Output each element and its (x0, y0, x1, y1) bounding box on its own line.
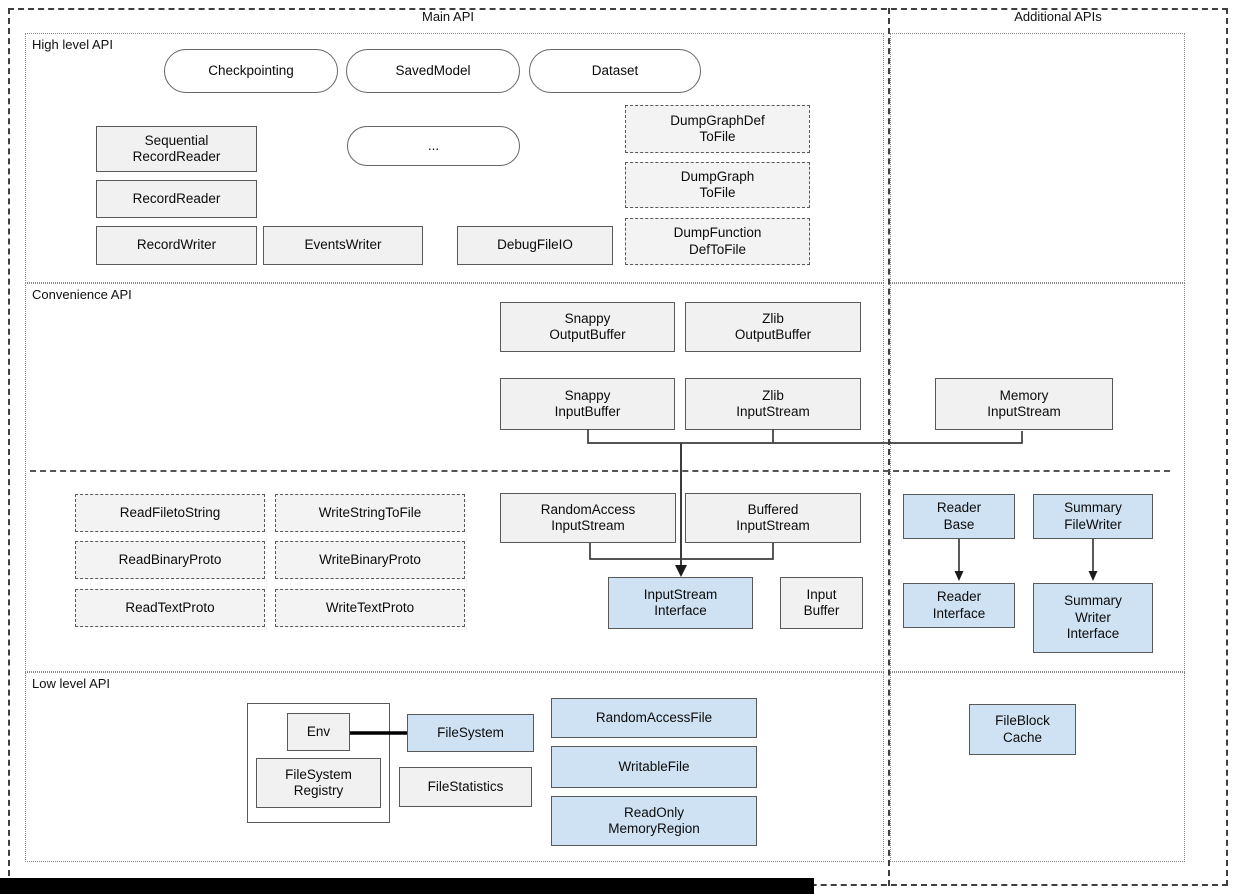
node-file-block-cache: FileBlock Cache (969, 704, 1076, 755)
node-env: Env (287, 713, 350, 751)
node-reader-base: Reader Base (903, 494, 1015, 539)
additional-low-region (890, 672, 1185, 862)
node-debug-file-io: DebugFileIO (457, 226, 613, 265)
node-writable-file: WritableFile (551, 746, 757, 788)
node-ellipsis: ... (347, 126, 520, 166)
node-events-writer: EventsWriter (263, 226, 423, 265)
node-record-writer: RecordWriter (96, 226, 257, 265)
node-dump-function-def-to-file: DumpFunction DefToFile (625, 218, 810, 265)
node-memory-input-stream: Memory InputStream (935, 378, 1113, 430)
node-file-system-registry: FileSystem Registry (256, 758, 381, 808)
node-buffered-input-stream: Buffered InputStream (685, 493, 861, 543)
node-dump-graph-to-file: DumpGraph ToFile (625, 162, 810, 208)
node-dataset: Dataset (529, 49, 701, 93)
node-snappy-output-buffer: Snappy OutputBuffer (500, 302, 675, 352)
node-random-access-file: RandomAccessFile (551, 698, 757, 738)
node-input-stream-interface: InputStream Interface (608, 577, 753, 629)
node-record-reader: RecordReader (96, 180, 257, 218)
node-zlib-input-stream: Zlib InputStream (685, 378, 861, 430)
node-write-text-proto: WriteTextProto (275, 589, 465, 627)
main-additional-separator (888, 8, 890, 886)
node-read-file-to-string: ReadFiletoString (75, 494, 265, 532)
node-checkpointing: Checkpointing (164, 49, 338, 93)
node-savedmodel: SavedModel (346, 49, 520, 93)
high-level-api-region (25, 33, 884, 283)
main-api-title: Main API (421, 9, 475, 24)
node-input-buffer: Input Buffer (780, 577, 863, 629)
node-read-text-proto: ReadTextProto (75, 589, 265, 627)
high-level-api-label: High level API (32, 37, 113, 52)
node-read-binary-proto: ReadBinaryProto (75, 541, 265, 579)
node-random-access-input-stream: RandomAccess InputStream (500, 493, 676, 543)
node-zlib-output-buffer: Zlib OutputBuffer (685, 302, 861, 352)
convenience-divider (30, 470, 1170, 472)
convenience-api-region (25, 283, 884, 672)
node-summary-writer-interface: Summary Writer Interface (1033, 583, 1153, 653)
additional-high-region (890, 33, 1185, 283)
node-reader-interface: Reader Interface (903, 583, 1015, 628)
node-read-only-memory-region: ReadOnly MemoryRegion (551, 796, 757, 846)
bottom-black-bar (0, 878, 814, 894)
node-file-statistics: FileStatistics (399, 767, 532, 807)
node-write-binary-proto: WriteBinaryProto (275, 541, 465, 579)
low-level-api-region (25, 672, 884, 862)
additional-mid-region (890, 283, 1185, 672)
low-level-api-label: Low level API (32, 676, 111, 691)
node-file-system: FileSystem (407, 714, 534, 752)
node-dump-graph-def-to-file: DumpGraphDef ToFile (625, 105, 810, 153)
node-snappy-input-buffer: Snappy InputBuffer (500, 378, 675, 430)
convenience-api-label: Convenience API (32, 287, 132, 302)
additional-apis-title: Additional APIs (1014, 9, 1102, 24)
node-write-string-to-file: WriteStringToFile (275, 494, 465, 532)
node-summary-file-writer: Summary FileWriter (1033, 494, 1153, 539)
node-sequential-record-reader: Sequential RecordReader (96, 126, 257, 172)
